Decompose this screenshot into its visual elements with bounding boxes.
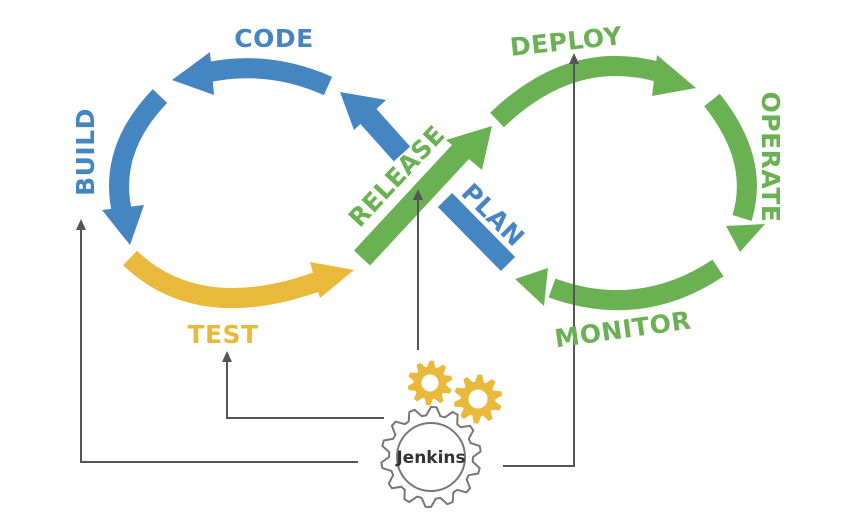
jenkins-gear-icon (380, 406, 482, 508)
test-arrow (123, 250, 354, 309)
connector-release-head (413, 189, 423, 200)
gear-right-icon (453, 374, 503, 424)
connector-deploy (503, 62, 575, 467)
connector-build (80, 228, 358, 463)
connector-arrowheads (76, 53, 579, 362)
deploy-arrow (490, 55, 696, 128)
gear-left-icon (407, 360, 453, 406)
monitor-arrow (515, 259, 724, 311)
jenkins-label: Jenkins (395, 448, 465, 468)
operate-arrow (704, 93, 765, 252)
connector-lines (80, 62, 575, 467)
code-arrow (172, 52, 333, 96)
gears-icon (407, 360, 503, 424)
release-arrow (353, 126, 492, 266)
connector-build-head (76, 219, 86, 230)
connector-test (226, 360, 384, 419)
stage-label-test: TEST (187, 320, 258, 349)
release-to-code-arrow (340, 92, 411, 162)
stage-label-deploy: DEPLOY (509, 21, 624, 62)
build-arrow (102, 89, 168, 245)
stage-label-code: CODE (234, 24, 313, 53)
stage-label-build: BUILD (71, 108, 100, 196)
stage-label-operate: OPERATE (756, 92, 785, 223)
connector-deploy-head (569, 53, 579, 64)
plan-bar (437, 192, 516, 272)
hub-gear-outline-icon (380, 406, 482, 508)
connector-test-head (222, 351, 232, 362)
